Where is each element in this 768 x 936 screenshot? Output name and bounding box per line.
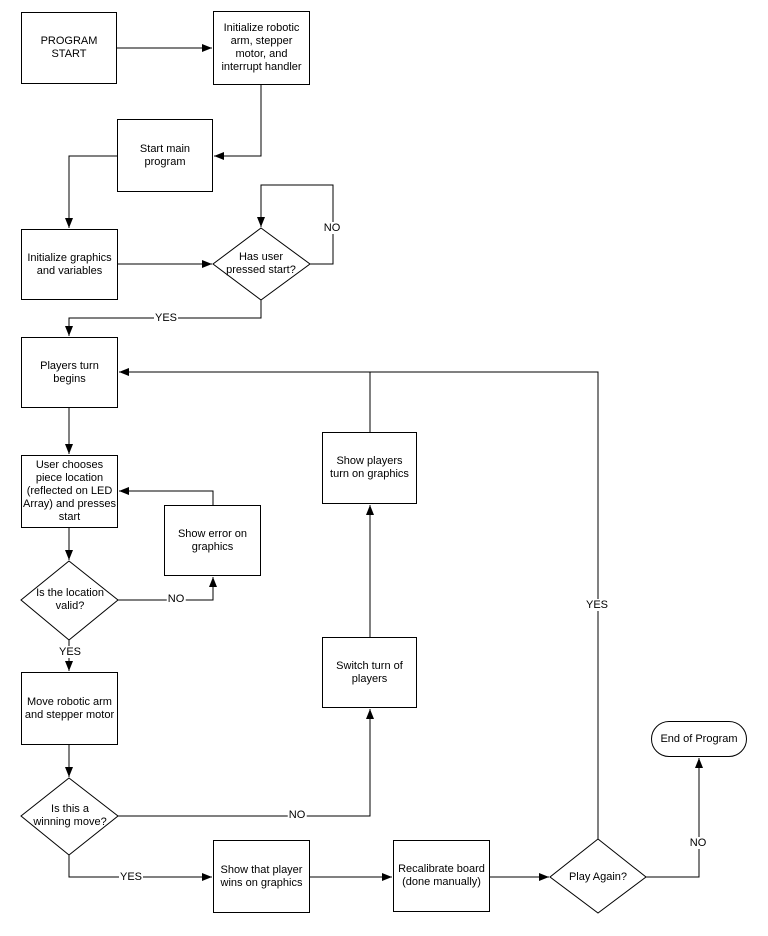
node-players-turn-begins: Players turn begins bbox=[21, 337, 118, 408]
node-program-start: PROGRAM START bbox=[21, 12, 117, 84]
decision-label-is-winning-move: Is this a winning move? bbox=[33, 803, 107, 828]
node-initialize-robotic: Initialize robotic arm, stepper motor, a… bbox=[213, 11, 310, 85]
edge-playagain-no bbox=[646, 758, 703, 878]
edge-label-play-again-no: NO bbox=[688, 837, 708, 849]
node-show-players-turn: Show players turn on graphics bbox=[322, 432, 417, 504]
edge-label-location-valid-no: NO bbox=[166, 593, 186, 605]
edge-winningmove-no bbox=[118, 709, 374, 817]
decision-has-user-pressed-start bbox=[212, 227, 311, 301]
edge-winningmove-yes bbox=[68, 855, 212, 881]
edge-pressedstart-no-loop bbox=[257, 184, 334, 265]
node-show-winner: Show that player wins on graphics bbox=[213, 840, 310, 913]
decision-label-play-again: Play Again? bbox=[568, 870, 628, 883]
edge-label-pressed-start-yes: YES bbox=[153, 312, 179, 324]
node-switch-turn: Switch turn of players bbox=[322, 637, 417, 708]
edge-init-to-startmain bbox=[214, 85, 262, 160]
decision-play-again bbox=[549, 838, 647, 914]
node-initialize-graphics: Initialize graphics and variables bbox=[21, 229, 118, 300]
edge-playagain-yes-feedback bbox=[119, 368, 599, 839]
node-recalibrate-board: Recalibrate board (done manually) bbox=[393, 840, 490, 912]
edge-label-play-again-yes: YES bbox=[584, 599, 610, 611]
edge-locationvalid-no bbox=[118, 577, 217, 601]
edge-startmain-to-initgraphics bbox=[65, 155, 117, 228]
decision-is-winning-move bbox=[20, 777, 119, 856]
node-user-chooses-location: User chooses piece location (reflected o… bbox=[21, 455, 118, 528]
node-end-of-program: End of Program bbox=[651, 721, 747, 757]
edge-label-winning-move-no: NO bbox=[287, 809, 307, 821]
edge-showerror-to-userchooses bbox=[119, 487, 214, 505]
decision-label-has-user-pressed-start: Has user pressed start? bbox=[226, 251, 296, 276]
edge-label-location-valid-yes: YES bbox=[57, 646, 83, 658]
decision-is-location-valid bbox=[20, 560, 119, 641]
decision-label-is-location-valid: Is the location valid? bbox=[36, 587, 104, 612]
node-show-error: Show error on graphics bbox=[164, 505, 261, 576]
node-start-main-program: Start main program bbox=[117, 119, 213, 192]
node-move-robotic-arm: Move robotic arm and stepper motor bbox=[21, 672, 118, 745]
edge-label-winning-move-yes: YES bbox=[118, 871, 144, 883]
edge-label-pressed-start-no: NO bbox=[322, 222, 342, 234]
